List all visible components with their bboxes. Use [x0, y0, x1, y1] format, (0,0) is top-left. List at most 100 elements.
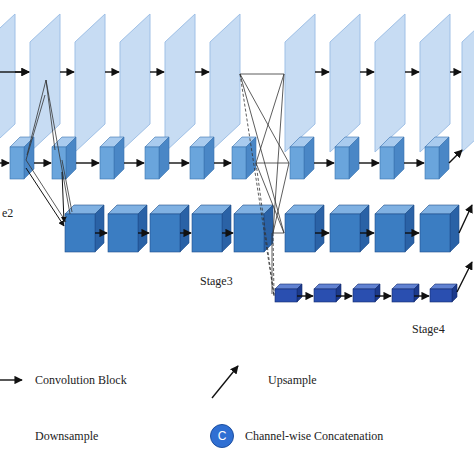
block-front — [232, 147, 246, 179]
node-text: C — [218, 430, 227, 442]
conv-arrow — [180, 232, 191, 233]
conv-arrow — [222, 232, 233, 233]
block-front — [380, 147, 394, 179]
conv-arrow — [336, 295, 352, 296]
feature-plane — [75, 14, 105, 152]
conv-arrow — [414, 295, 429, 296]
feature-plane — [0, 14, 15, 152]
block-front — [375, 214, 405, 252]
block-front — [314, 289, 336, 302]
fusion-line — [272, 233, 273, 294]
conv-arrow — [457, 262, 472, 292]
fusion-line — [256, 163, 284, 233]
fusion-line — [240, 74, 289, 163]
conv-arrow — [124, 162, 144, 163]
fusion-line — [256, 163, 289, 164]
block-side — [394, 137, 404, 179]
feature-plane — [210, 14, 240, 152]
conv-arrow — [297, 295, 313, 296]
feature-plane — [330, 14, 360, 152]
block-side — [349, 137, 359, 179]
conv-arrow — [62, 172, 64, 222]
block-front — [392, 289, 414, 302]
block-side — [450, 205, 459, 252]
conv-arrow — [138, 232, 149, 233]
block-front — [234, 214, 264, 252]
conv-arrow — [314, 162, 334, 163]
fusion-line — [256, 74, 284, 163]
feature-plane — [285, 14, 315, 152]
block-front — [108, 214, 138, 252]
block-front — [353, 289, 375, 302]
conv-arrow — [150, 71, 164, 72]
fusion-line — [46, 80, 55, 150]
legend-text: Convolution Block — [35, 373, 127, 387]
block-front — [190, 147, 204, 179]
conv-arrow — [359, 162, 379, 163]
block-front — [335, 147, 349, 179]
block-side — [95, 205, 104, 252]
feature-plane — [462, 14, 474, 152]
concat-circle: C — [210, 424, 234, 448]
conv-arrow — [105, 71, 119, 72]
conv-arrow — [76, 162, 99, 163]
legend-text: Channel-wise Concatenation — [245, 429, 383, 443]
conv-arrow — [315, 232, 329, 233]
conv-arrow — [60, 71, 74, 72]
block-front — [150, 214, 180, 252]
stage-label: Stage3 — [200, 274, 233, 288]
fusion-line — [240, 74, 284, 75]
feature-plane — [420, 14, 450, 152]
fusion-line — [273, 233, 274, 296]
block-side — [297, 284, 302, 302]
fusion-line — [256, 163, 274, 296]
conv-arrow — [375, 295, 391, 296]
fusion-line — [273, 163, 289, 233]
conv-arrow — [360, 232, 374, 233]
conv-arrow — [214, 162, 231, 163]
conv-arrow — [0, 379, 22, 380]
conv-arrow — [195, 71, 209, 72]
block-side — [304, 137, 314, 179]
stage-label: Stage4 — [412, 322, 445, 336]
block-side — [360, 205, 369, 252]
conv-arrow — [169, 162, 189, 163]
block-side — [336, 284, 341, 302]
block-front — [100, 147, 114, 179]
block-side — [180, 205, 189, 252]
block-front — [145, 147, 159, 179]
conv-arrow — [360, 71, 374, 72]
fusion-line — [27, 80, 46, 155]
block-side — [159, 137, 169, 179]
block-side — [114, 137, 124, 179]
conv-arrow — [449, 150, 462, 163]
conv-arrow — [26, 168, 64, 226]
block-side — [405, 205, 414, 252]
block-front — [285, 214, 315, 252]
feature-plane — [165, 14, 195, 152]
block-side — [414, 284, 419, 302]
fusion-line — [240, 74, 274, 296]
fusion-line — [46, 80, 70, 214]
conv-arrow — [405, 71, 419, 72]
block-front — [430, 289, 452, 302]
block-front — [275, 289, 297, 302]
conv-arrow — [405, 232, 419, 233]
block-front — [65, 214, 95, 252]
block-side — [222, 205, 231, 252]
block-side — [315, 205, 324, 252]
block-side — [452, 284, 457, 302]
legend-text: Downsample — [35, 429, 98, 443]
stage-label: e2 — [2, 206, 13, 220]
block-side — [138, 205, 147, 252]
fusion-line — [273, 233, 284, 234]
conv-arrow — [450, 71, 461, 72]
conv-arrow — [212, 366, 238, 398]
conv-arrow — [0, 71, 29, 72]
block-front — [420, 214, 450, 252]
block-front — [192, 214, 222, 252]
conv-arrow — [34, 162, 51, 163]
conv-arrow — [95, 232, 107, 233]
block-side — [439, 137, 449, 179]
